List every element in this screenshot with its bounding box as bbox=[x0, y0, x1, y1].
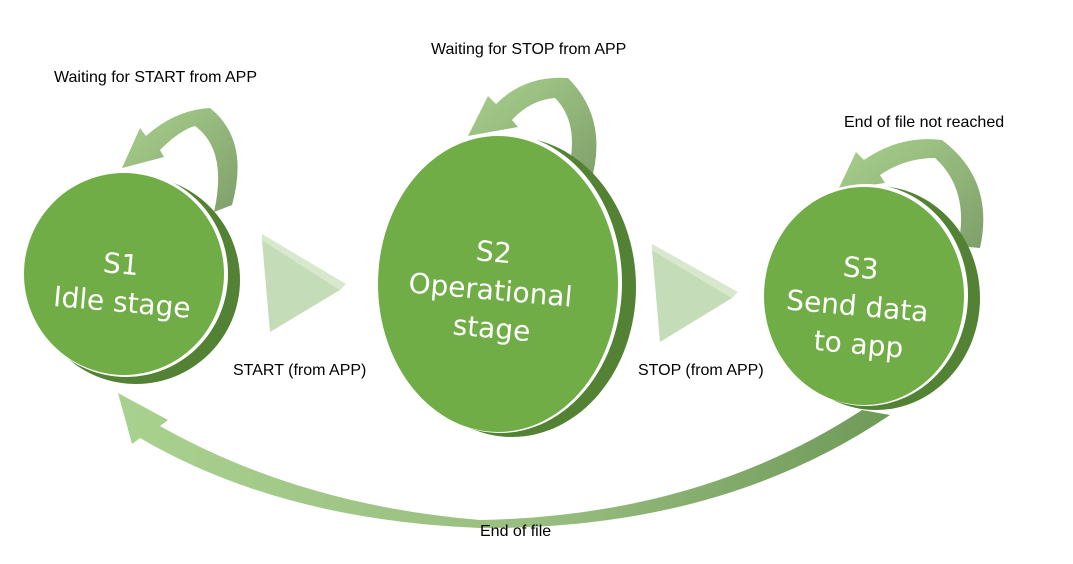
s2-self-loop-arrow bbox=[468, 77, 597, 185]
s3-to-s1-label: End of file bbox=[480, 523, 551, 540]
s1-self-loop-arrow bbox=[122, 108, 238, 212]
s2-self-loop-label: Waiting for STOP from APP bbox=[431, 41, 626, 58]
state-s3: S3 Send data to app bbox=[764, 184, 980, 410]
state-s1: S1 Idle stage bbox=[24, 171, 240, 384]
s1-to-s2-arrow bbox=[262, 234, 346, 332]
s1-self-loop-label: Waiting for START from APP bbox=[54, 69, 257, 86]
state-s3-line-3: to app bbox=[812, 324, 904, 365]
s3-self-loop-arrow bbox=[838, 139, 984, 248]
s3-self-loop-label: End of file not reached bbox=[844, 114, 1004, 131]
end-of-file-arrow bbox=[118, 393, 890, 529]
s2-to-s3-label: STOP (from APP) bbox=[638, 362, 764, 379]
state-s3-line-1: S3 bbox=[842, 250, 880, 286]
state-s2-line-1: S2 bbox=[475, 234, 513, 270]
state-s2: S2 Operational stage bbox=[378, 133, 636, 437]
state-s1-line-1: S1 bbox=[102, 246, 140, 282]
state-s2-line-3: stage bbox=[451, 309, 531, 349]
s1-to-s2-label: START (from APP) bbox=[233, 362, 366, 379]
s2-to-s3-arrow bbox=[652, 244, 738, 342]
